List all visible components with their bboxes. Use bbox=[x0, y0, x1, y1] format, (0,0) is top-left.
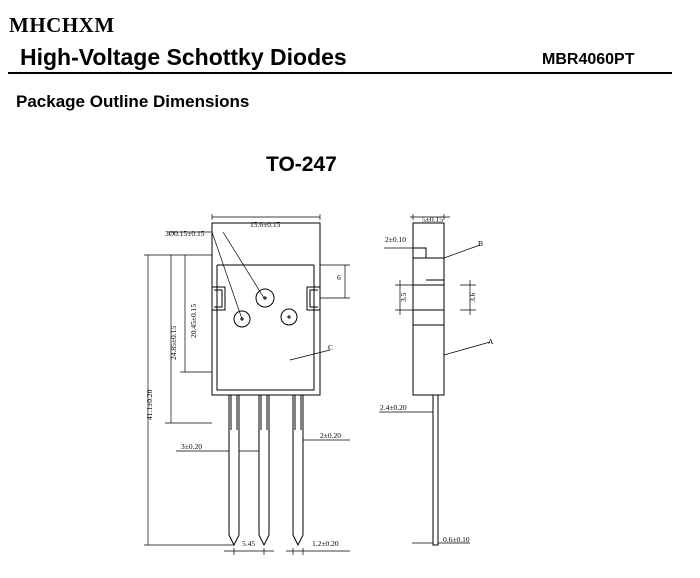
dim-upper-height: 20.45±0.15 bbox=[189, 304, 198, 338]
page-title: High-Voltage Schottky Diodes bbox=[20, 44, 347, 70]
dim-lead-thk: 0.6±0.10 bbox=[443, 535, 470, 544]
label-b: B bbox=[478, 239, 483, 248]
part-number: MBR4060PT bbox=[542, 51, 635, 68]
side-dimension-lines bbox=[379, 214, 491, 544]
mounting-holes bbox=[233, 288, 298, 328]
dim-side-lead: 2.4±0.20 bbox=[380, 403, 407, 412]
label-a: A bbox=[488, 337, 494, 346]
dim-body-height: 24.85±0.15 bbox=[169, 326, 178, 360]
dim-side-mid2: 3.6 bbox=[468, 292, 477, 302]
package-name: TO-247 bbox=[266, 153, 337, 176]
side-view-body bbox=[412, 222, 445, 546]
dim-lead-tip: 1.2±0.20 bbox=[312, 539, 339, 548]
dim-side-top: 2±0.10 bbox=[385, 235, 406, 244]
dim-lead-width: 3±0.20 bbox=[181, 442, 202, 451]
dim-thickness: 5±0.15 bbox=[422, 215, 443, 224]
dim-lead-thin: 2±0.20 bbox=[320, 431, 341, 440]
label-c: C bbox=[328, 343, 333, 352]
dim-total-height: 41.1±0.20 bbox=[145, 389, 154, 420]
dim-side-mid: 3.5 bbox=[399, 292, 408, 302]
front-view-body bbox=[211, 222, 321, 396]
front-dimension-lines bbox=[144, 214, 350, 555]
front-leads bbox=[228, 395, 304, 547]
dim-tab-height: 6 bbox=[337, 273, 341, 282]
section-title: Package Outline Dimensions bbox=[16, 92, 250, 111]
dim-body-width: 15.6±0.15 bbox=[250, 220, 281, 229]
dim-hole-dia: 3Ø0.15±0.15 bbox=[165, 229, 205, 238]
header-rule bbox=[8, 72, 672, 74]
brand-logo: MHCHXM bbox=[9, 13, 115, 37]
dim-pitch: 5.45 bbox=[242, 539, 255, 548]
